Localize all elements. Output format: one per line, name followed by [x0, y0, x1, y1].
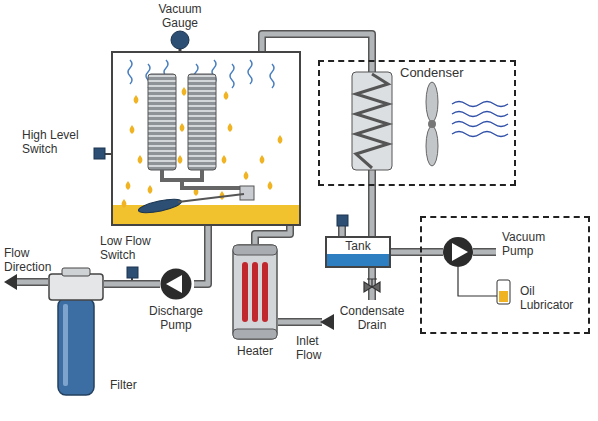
filter-cap — [62, 268, 90, 276]
pipe — [16, 34, 496, 322]
part-label: Vacuum Gauge — [146, 2, 214, 30]
high-level-switch — [94, 148, 105, 159]
heating-element — [252, 262, 258, 322]
oil-drop — [268, 181, 273, 190]
part-label: Flow Direction — [4, 246, 62, 274]
oil-level — [499, 291, 508, 302]
oil-drop — [138, 155, 143, 164]
vacuum-pump-triangle — [452, 243, 468, 261]
oil-drop — [182, 87, 187, 96]
vacuum-gauge — [171, 31, 189, 49]
pump-triangle — [166, 275, 182, 293]
heater-body — [233, 245, 277, 339]
fan-blade — [426, 126, 438, 166]
fan-blade — [426, 82, 438, 122]
air-wave — [452, 102, 508, 107]
filter-bowl — [58, 298, 94, 395]
node-label: Discharge Pump — [146, 304, 206, 332]
vacuum-pump-symbol — [443, 237, 473, 267]
low-flow-switch — [127, 267, 138, 278]
pipe-outline — [104, 280, 160, 288]
part-label: Condensate Drain — [334, 304, 410, 332]
pipe-outline — [391, 248, 420, 256]
filter: Filter — [48, 268, 104, 396]
float-valve — [240, 186, 254, 200]
pipe — [104, 282, 160, 287]
air-flow — [452, 102, 508, 137]
oil-drop — [130, 125, 135, 134]
heater: Heater — [232, 244, 278, 340]
condenser-coil-housing — [352, 72, 392, 170]
heating-element — [262, 262, 268, 322]
bowl-highlight — [63, 304, 68, 386]
vacuum-chamber — [112, 52, 300, 225]
tank-water — [327, 254, 389, 266]
tank: Tank — [325, 236, 391, 268]
oil-drop — [134, 95, 139, 104]
node-text: Condenser — [400, 66, 480, 80]
oil-lubricator — [497, 280, 510, 304]
oil-drop — [224, 91, 229, 100]
oil-drop — [178, 155, 183, 164]
flow-arrowhead — [4, 274, 17, 290]
pipe-connector — [104, 284, 160, 285]
oil-drop — [122, 199, 127, 208]
condenser-box: Condenser — [318, 60, 516, 186]
inlet-arrowhead — [320, 314, 334, 330]
discharge-pump: Discharge Pump — [160, 268, 192, 300]
air-wave — [452, 122, 508, 127]
steam-line — [230, 64, 234, 88]
vacuum-pump-box: Vacuum PumpOil Lubricator — [420, 216, 590, 334]
air-wave — [452, 112, 508, 117]
pipe — [391, 250, 420, 255]
heating-element — [242, 262, 248, 322]
fan-hub — [428, 120, 436, 128]
filter-element — [148, 74, 176, 170]
node-label: Filter — [110, 378, 160, 392]
part-label: Inlet Flow — [296, 334, 340, 362]
pipe-outline — [368, 186, 376, 236]
oil-drop — [278, 135, 283, 144]
oil-drop — [148, 185, 153, 194]
float-arm — [178, 194, 244, 202]
oil-drop — [260, 155, 265, 164]
tank-switch — [337, 215, 348, 226]
filter-head — [49, 274, 103, 300]
condenser-coil — [356, 74, 388, 168]
oil-drop — [222, 155, 227, 164]
filter-element — [188, 74, 216, 170]
heater-cap — [233, 245, 277, 255]
float — [137, 197, 182, 216]
node-text: Tank — [327, 239, 389, 253]
heater-shape — [232, 244, 278, 340]
oil-drop — [244, 171, 249, 180]
pump-body — [161, 269, 192, 300]
pipe-outline — [16, 34, 496, 322]
pipe-connector — [391, 252, 420, 253]
filter-shape — [48, 268, 104, 396]
node-text: Vacuum Pump — [502, 230, 558, 258]
steam-line — [128, 60, 132, 84]
oil-drop — [180, 123, 185, 132]
oil-drop — [126, 181, 131, 190]
node-text: Oil Lubricator — [520, 284, 584, 312]
heater-cap — [233, 329, 277, 339]
oil-drop — [228, 123, 233, 132]
air-wave — [452, 132, 508, 137]
part-label: Low Flow Switch — [100, 234, 162, 262]
node-label: Heater — [215, 344, 295, 358]
pipes — [16, 34, 497, 322]
steam-line — [248, 60, 252, 84]
drain-valve — [364, 279, 380, 292]
pipe-connector — [372, 186, 373, 236]
manifold — [162, 170, 246, 188]
pump-shape — [160, 268, 192, 300]
steam-line — [270, 64, 274, 88]
part-label: High Level Switch — [22, 128, 90, 156]
oil-line — [458, 267, 497, 296]
pipe — [370, 186, 375, 236]
